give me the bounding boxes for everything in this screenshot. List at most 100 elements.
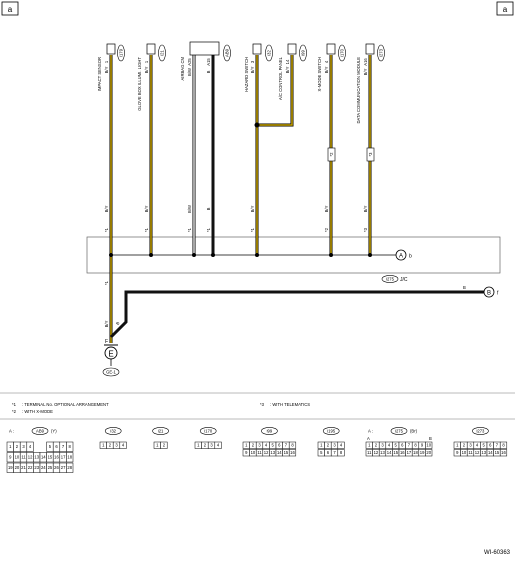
svg-text:B/W: B/W [187, 205, 192, 213]
connector-pin-cell [160, 441, 168, 449]
connector-pin-cell [66, 462, 74, 473]
connector-tag-label: i99 [267, 429, 273, 434]
connector-pin-number: 4 [122, 443, 125, 448]
terminal-impact-sensor: 1 [104, 60, 109, 63]
connector-pin-number: 4 [476, 443, 479, 448]
connector-tag-label: AB9 [36, 429, 45, 434]
svg-text:GE-1: GE-1 [106, 370, 116, 375]
connector-pin-number: 12 [374, 450, 379, 455]
connector-pin-number: 11 [367, 450, 372, 455]
connector-ac-panel[interactable]: i99 [287, 43, 307, 62]
ground-point-tag[interactable]: GE-1 [102, 367, 120, 377]
ground-ext-wire-label: B [463, 285, 466, 290]
connector-pin-cell [499, 449, 508, 457]
connector-pin-number: 23 [34, 465, 39, 470]
page-marker-left[interactable]: a [1, 1, 19, 16]
svg-text:B/Y: B/Y [324, 205, 329, 212]
connector-tag-label: i170 [204, 429, 213, 434]
svg-text:*3: *3 [363, 227, 368, 232]
connector-pin-number: 6 [401, 443, 404, 448]
svg-text:B/Y: B/Y [144, 205, 149, 212]
svg-text:*3: *3 [368, 152, 373, 157]
connector-pin-number: 4 [340, 443, 343, 448]
svg-text:i179: i179 [119, 48, 124, 57]
connector-pin-number: 19 [420, 450, 425, 455]
terminal-xmode: 4 [324, 60, 329, 63]
connector-dcm[interactable]: i273 [365, 43, 385, 62]
ground-ext-terminal-label: f [497, 291, 499, 297]
connector-pin-cell [26, 441, 34, 452]
connector-impact-sensor[interactable]: i179 [106, 43, 125, 62]
connector-pin-number: 12 [264, 450, 269, 455]
ground-note-mark: *1 [104, 280, 109, 285]
connector-pin-number: 21 [21, 465, 26, 470]
svg-text:B/Y: B/Y [250, 205, 255, 212]
connector-pin-number: 18 [67, 455, 72, 460]
splice-hazard-ac [254, 122, 260, 128]
wire-label-hazard: B/Y [250, 66, 255, 73]
connector-pin-number: 25 [48, 465, 53, 470]
page-marker-right[interactable]: a [496, 1, 514, 16]
connector-pin-number: 8 [291, 443, 294, 448]
connector-pin-number: 2 [109, 443, 112, 448]
connector-xmode-switch[interactable]: i170 [326, 43, 346, 62]
connector-pin-number: 15 [48, 455, 53, 460]
connector-pin-number: 19 [8, 465, 13, 470]
ground-letter: E [108, 350, 113, 359]
wire-label-glove-box: B/Y [144, 66, 149, 73]
connector-pin-number: 3 [22, 444, 25, 449]
joint-terminal-a[interactable]: A [395, 249, 407, 261]
connector-pin-number: 14 [387, 450, 392, 455]
terminal-dcm: A16 [363, 58, 368, 66]
connector-pin-number: 13 [34, 455, 39, 460]
note-box-xmode: *2 [327, 147, 336, 162]
legend-note2-mark: *2 [12, 409, 17, 414]
connector-pin-number: 10 [462, 450, 467, 455]
connector-airbag-cm[interactable]: AB9 [189, 41, 231, 62]
svg-text:i170: i170 [340, 48, 345, 57]
connector-pin-number: 1 [156, 443, 159, 448]
connector-pin-number: 17 [61, 455, 66, 460]
connector-glove-box[interactable]: i21 [146, 43, 166, 62]
wire-label-dcm: B/Y [363, 68, 368, 75]
connector-pin-number: 4 [29, 444, 32, 449]
connector-pin-number: 4 [217, 443, 220, 448]
connector-tag-label: i275 [395, 429, 404, 434]
terminal-ac-panel: 14 [285, 59, 290, 64]
connector-pin-number: 13 [380, 450, 385, 455]
connector-hazard-switch[interactable]: i32 [252, 43, 273, 62]
joint-connector-tag[interactable]: i275 [381, 275, 399, 283]
terminal-airbag-b: A15 [206, 58, 211, 66]
terminal-glove-box: 1 [144, 60, 149, 63]
connector-pin-number: 20 [426, 450, 431, 455]
connector-pin-number: 7 [408, 443, 411, 448]
connector-pin-number: 9 [456, 450, 459, 455]
wire-ground-branch [109, 290, 484, 339]
lower-wire-labels: B/Y B/Y B/W B B/Y B/Y B/Y [104, 205, 368, 213]
connector-pin-number: 18 [413, 450, 418, 455]
svg-text:*1: *1 [187, 227, 192, 232]
ground-ext-terminal[interactable]: B [483, 286, 495, 298]
connector-tag [261, 427, 278, 435]
label-airbag-cm: AIRBAG CM [180, 56, 185, 80]
connector-pin-cell [288, 449, 297, 457]
label-glove-box: GLOVE BOX ILLUMI. LIGHT [137, 57, 142, 111]
svg-text:*1: *1 [206, 227, 211, 232]
joint-terminal-b-label: b [409, 254, 412, 260]
connector-pin-cell [499, 441, 508, 449]
legend-note2-text: : WITH X-MODE [22, 409, 53, 414]
wire-label-ac-panel: B/Y [285, 66, 290, 73]
connector-pin-number: 2 [375, 443, 378, 448]
label-ac-panel: A/C CONTROL PANEL [278, 56, 283, 100]
connector-pin-number: 1 [9, 444, 12, 449]
connector-pin-cell [214, 441, 222, 449]
wire-label-xmode: B/Y [324, 66, 329, 73]
svg-text:*1: *1 [144, 227, 149, 232]
svg-text:*2: *2 [329, 152, 334, 157]
connector-pin-number: 2 [327, 443, 330, 448]
connector-pin-number: 9 [421, 443, 424, 448]
